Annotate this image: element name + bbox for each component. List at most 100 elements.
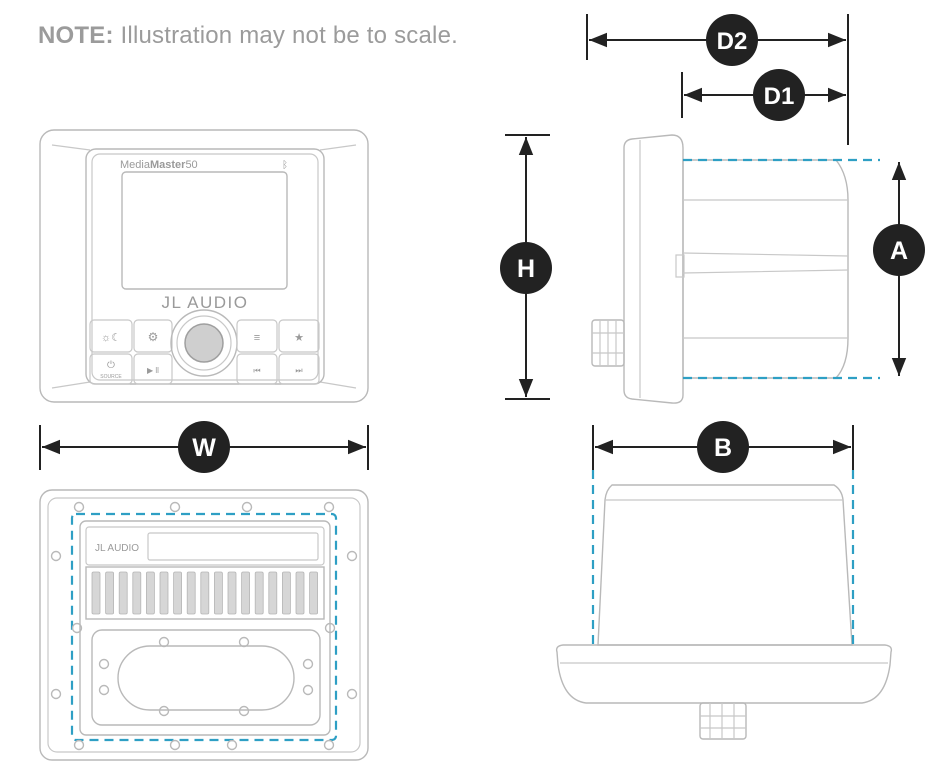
screw-hole <box>71 622 83 634</box>
rear-plate-inner <box>47 497 361 753</box>
side-body <box>682 159 849 379</box>
heatsink-fin <box>118 571 128 615</box>
model-label: MediaMaster50 <box>120 159 198 171</box>
rear-brand-label: JL AUDIO <box>95 543 139 554</box>
favorite-button <box>278 319 320 353</box>
screw-hole <box>226 739 238 751</box>
connector-recess <box>117 645 295 711</box>
screw-hole <box>158 705 170 717</box>
source-label: SOURCE <box>100 374 122 380</box>
front-bezel-bevel <box>51 144 357 389</box>
side-view <box>591 134 880 404</box>
heatsink-fin <box>173 571 183 615</box>
previous-icon: ⏮ <box>253 366 260 375</box>
brightness-icon: ☼☾ <box>101 332 121 344</box>
top-faceplate <box>555 644 893 704</box>
heatsink-fin <box>309 571 319 615</box>
badge-d2: D2 <box>706 14 758 66</box>
play-pause-icon: ▶ ll <box>147 366 159 375</box>
note-text: Illustration may not be to scale. <box>120 22 458 49</box>
heatsink-fin <box>268 571 278 615</box>
badge-h: H <box>500 242 552 294</box>
front-brand-label: JL AUDIO <box>162 293 249 312</box>
screw-hole <box>50 550 62 562</box>
screw-hole <box>98 658 110 670</box>
svg-text:W: W <box>192 434 216 462</box>
screw-hole <box>238 636 250 648</box>
screw-hole <box>346 550 358 562</box>
front-bezel-outer <box>39 129 369 403</box>
volume-knob-center <box>184 323 224 363</box>
side-clip <box>675 254 685 278</box>
menu-button <box>236 319 278 353</box>
heatsink-fin <box>213 571 223 615</box>
heatsink-fin <box>227 571 237 615</box>
play-pause-button <box>133 353 173 385</box>
top-body <box>597 484 853 646</box>
top-connector <box>699 702 747 740</box>
heatsink-fin <box>254 571 264 615</box>
side-connector-ridges <box>592 320 624 366</box>
screw-hole <box>324 622 336 634</box>
previous-button <box>236 353 278 385</box>
front-faceplate <box>85 148 325 385</box>
top-view <box>555 470 893 740</box>
display-screen <box>121 171 288 290</box>
next-button <box>278 353 320 385</box>
volume-knob-ring <box>176 315 232 371</box>
screw-hole <box>158 636 170 648</box>
screw-hole <box>302 684 314 696</box>
screw-hole <box>50 688 62 700</box>
front-faceplate-inner <box>91 153 319 381</box>
svg-text:D2: D2 <box>717 28 748 55</box>
heatsink-fin <box>132 571 142 615</box>
badge-w: W <box>178 421 230 473</box>
note-prefix: NOTE: <box>38 22 114 49</box>
screw-hole <box>98 684 110 696</box>
heatsink-fin <box>159 571 169 615</box>
heatsink-fin <box>91 571 101 615</box>
rear-top-panel <box>85 526 325 566</box>
rear-housing <box>79 520 331 736</box>
mounting-screws <box>50 501 358 751</box>
heatsink-fin <box>241 571 251 615</box>
screw-hole <box>73 739 85 751</box>
heatsink-fin <box>145 571 155 615</box>
bluetooth-icon: ᛒ <box>282 160 288 171</box>
gear-icon: ⚙ <box>148 330 159 344</box>
svg-text:H: H <box>517 255 535 283</box>
screw-hole <box>73 501 85 513</box>
scale-note: NOTE: Illustration may not be to scale. <box>38 22 458 50</box>
heatsink-fin <box>295 571 305 615</box>
heatsink-fin <box>281 571 291 615</box>
screw-hole <box>302 658 314 670</box>
heatsink-fin <box>105 571 114 615</box>
side-faceplate <box>623 134 684 404</box>
brightness-button <box>89 319 133 353</box>
connector-panel <box>91 629 321 726</box>
heatsink-frame <box>85 566 325 620</box>
rear-label-window <box>147 532 319 561</box>
badge-d1: D1 <box>753 69 805 121</box>
svg-text:A: A <box>890 237 908 265</box>
heatsink-fin <box>200 571 210 615</box>
screw-hole <box>169 739 181 751</box>
rear-view: JL AUDIO <box>39 489 369 761</box>
screw-hole <box>238 705 250 717</box>
screw-hole <box>241 501 253 513</box>
svg-text:B: B <box>714 434 732 462</box>
heatsink-fins <box>85 566 325 620</box>
next-icon: ⏭ <box>295 366 302 375</box>
screw-hole <box>323 501 335 513</box>
screw-hole <box>323 739 335 751</box>
badge-a: A <box>873 224 925 276</box>
star-icon: ★ <box>294 332 304 344</box>
top-connector-ridges <box>700 703 746 739</box>
rear-mounting-plate <box>39 489 369 761</box>
menu-icon: ≡ <box>254 332 260 344</box>
side-body-groove <box>682 199 849 339</box>
badge-b: B <box>697 421 749 473</box>
heatsink-fin <box>186 571 196 615</box>
power-icon: ⏻ <box>107 360 115 371</box>
